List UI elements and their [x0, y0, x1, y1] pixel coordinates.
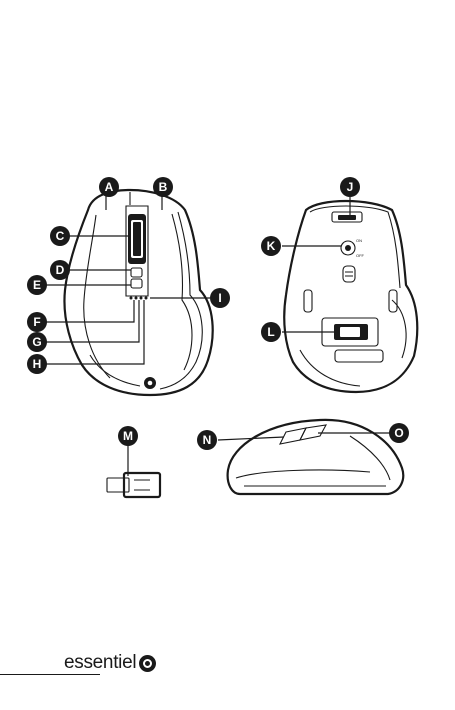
callout-n: N [197, 430, 217, 450]
svg-text:C: C [56, 229, 65, 243]
callout-l: L [261, 322, 281, 342]
callout-f: F [27, 312, 47, 332]
callout-d: D [50, 260, 70, 280]
brand-name: essentiel [64, 652, 136, 674]
callout-j: J [340, 177, 360, 197]
mouse-side-view [218, 420, 403, 494]
svg-text:B: B [159, 180, 168, 194]
svg-text:M: M [123, 429, 133, 443]
callout-i: I [210, 288, 230, 308]
svg-text:D: D [56, 263, 65, 277]
svg-text:H: H [33, 357, 42, 371]
svg-text:F: F [33, 315, 40, 329]
switch-off-label: OFF [356, 253, 365, 258]
switch-on-label: ON [356, 238, 362, 243]
callout-a: A [99, 177, 119, 197]
svg-text:K: K [267, 239, 276, 253]
brand-mark: essentiel [64, 650, 156, 676]
svg-text:I: I [218, 291, 221, 305]
callout-e: E [27, 275, 47, 295]
callout-g: G [27, 332, 47, 352]
callout-k: K [261, 236, 281, 256]
callout-m: M [118, 426, 138, 446]
svg-text:G: G [32, 335, 41, 349]
svg-text:O: O [394, 426, 403, 440]
callout-b: B [153, 177, 173, 197]
essentielb-logo-icon [139, 655, 156, 672]
callout-o: O [389, 423, 409, 443]
svg-text:J: J [347, 180, 354, 194]
svg-text:E: E [33, 278, 41, 292]
mouse-bottom-view: ON OFF [284, 201, 417, 392]
svg-text:N: N [203, 433, 212, 447]
usb-receiver [107, 444, 160, 497]
svg-text:A: A [105, 180, 114, 194]
footer-rule [0, 674, 100, 675]
callout-h: H [27, 354, 47, 374]
callout-c: C [50, 226, 70, 246]
svg-text:L: L [267, 325, 274, 339]
